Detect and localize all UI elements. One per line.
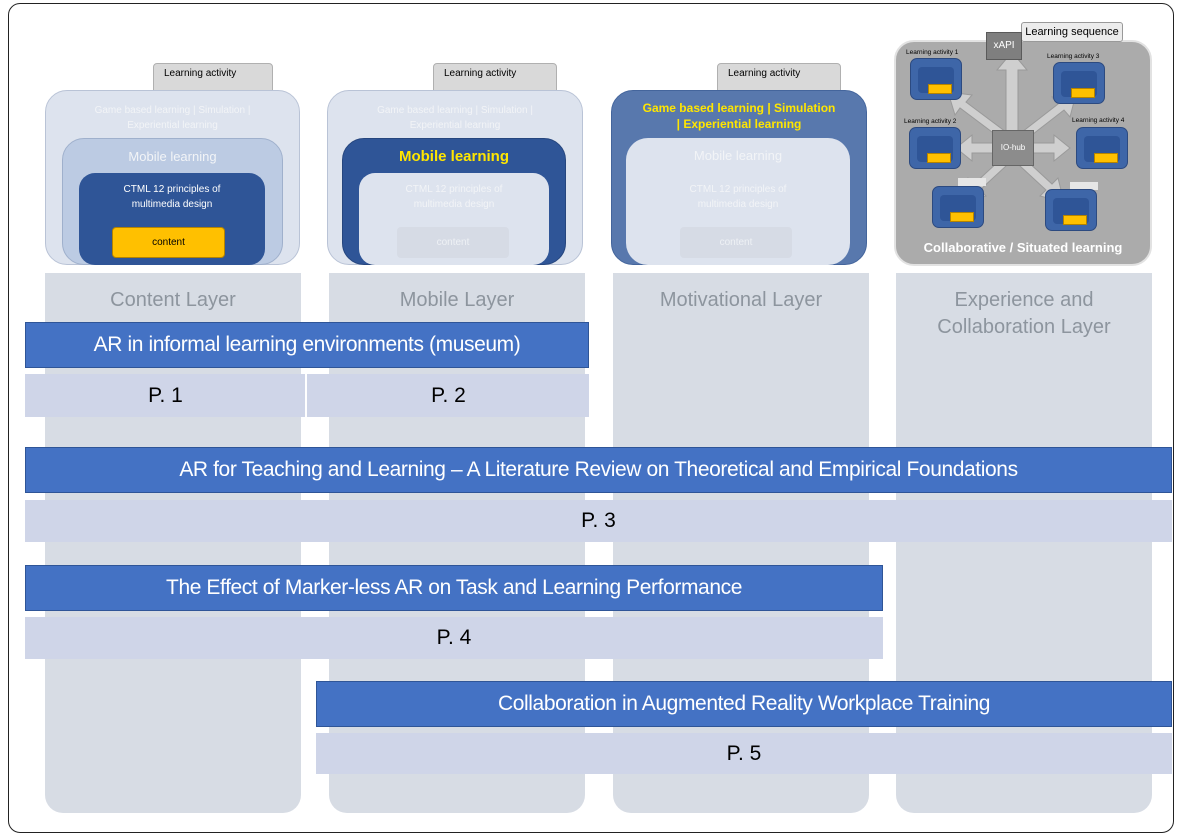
content-chip-label: content: [436, 237, 470, 248]
content-chip: content: [680, 227, 792, 258]
activity-tab-5: [958, 178, 986, 186]
content-chip: content: [112, 227, 225, 258]
outer-learning-label: Game based learning | Simulation | Exper…: [94, 105, 251, 131]
content-layer-title: Content Layer: [110, 289, 236, 311]
activity-label-2: Learning activity 2: [904, 118, 957, 125]
ctml-label: CTML 12 principles of multimedia design: [123, 184, 221, 210]
paper-4-label: P. 4: [436, 626, 472, 649]
content-chip: content: [397, 227, 509, 258]
experience-layer-title: Experience and Collaboration Layer: [937, 289, 1111, 338]
mobile-learning-label: Mobile learning: [398, 148, 509, 165]
paper-1-label-bar: P. 1 P. 2: [25, 374, 589, 417]
collaboration-caption: Collaborative / Situated learning: [923, 240, 1123, 255]
paper-5-label: P. 5: [726, 741, 762, 765]
paper-3-label: P. 3: [581, 509, 616, 532]
paper-1-title-bar: AR in informal learning environments (mu…: [25, 322, 589, 368]
outer-learning-label: Game based learning | Simulation | Exper…: [642, 101, 836, 131]
learning-activity-3-icon: [1053, 62, 1105, 104]
outer-learning-label: Game based learning | Simulation | Exper…: [377, 105, 533, 131]
content-chip-label: content: [719, 237, 753, 248]
learning-activity-1-icon: [910, 58, 962, 100]
paper-4-title-bar: The Effect of Marker-less AR on Task and…: [25, 565, 883, 611]
io-hub: IO-hub: [992, 130, 1034, 166]
paper-5-label-bar: P. 5: [316, 733, 1172, 774]
learning-activity-2-icon: [909, 127, 961, 169]
xapi-box: xAPI: [986, 32, 1022, 60]
paper-3-label-bar: P. 3: [25, 500, 1172, 542]
learning-activity-6-icon: [1045, 189, 1097, 231]
paper-2-label: P. 2: [431, 383, 466, 407]
xapi-label: xAPI: [993, 40, 1015, 51]
io-hub-label: IO-hub: [1000, 143, 1026, 152]
learning-activity-tab: Learning activity: [717, 63, 841, 93]
mobile-learning-label: Mobile learning: [128, 149, 217, 164]
mobile-layer-title: Mobile Layer: [399, 289, 515, 311]
content-chip-label: content: [152, 237, 185, 248]
column-experience: [896, 273, 1152, 813]
paper-4-label-bar: P. 4: [25, 617, 883, 659]
activity-label-3: Learning activity 3: [1047, 53, 1100, 60]
paper-1-label: P. 1: [148, 383, 183, 407]
ctml-label: CTML 12 principles of multimedia design: [405, 184, 503, 210]
ctml-box: CTML 12 principles of multimedia design: [359, 173, 549, 265]
activity-tab-6: [1070, 182, 1098, 190]
column-motivational: [613, 273, 869, 813]
paper-1-2-divider: [305, 374, 307, 417]
paper-5-title-bar: Collaboration in Augmented Reality Workp…: [316, 681, 1172, 727]
learning-activity-4-icon: [1076, 127, 1128, 169]
learning-activity-5-icon: [932, 186, 984, 228]
motivational-layer-title: Motivational Layer: [659, 289, 823, 311]
activity-label-1: Learning activity 1: [906, 49, 959, 56]
learning-sequence-tab: Learning sequence: [1021, 22, 1123, 42]
activity-label-4: Learning activity 4: [1072, 117, 1125, 124]
ctml-label: CTML 12 principles of multimedia design: [689, 184, 787, 210]
learning-sequence-label: Learning sequence: [1025, 26, 1119, 38]
learning-activity-tab: Learning activity: [433, 63, 557, 93]
learning-activity-tab: Learning activity: [153, 63, 273, 93]
paper-3-title-bar: AR for Teaching and Learning – A Literat…: [25, 447, 1172, 493]
mobile-learning-label: Mobile learning: [693, 148, 783, 163]
